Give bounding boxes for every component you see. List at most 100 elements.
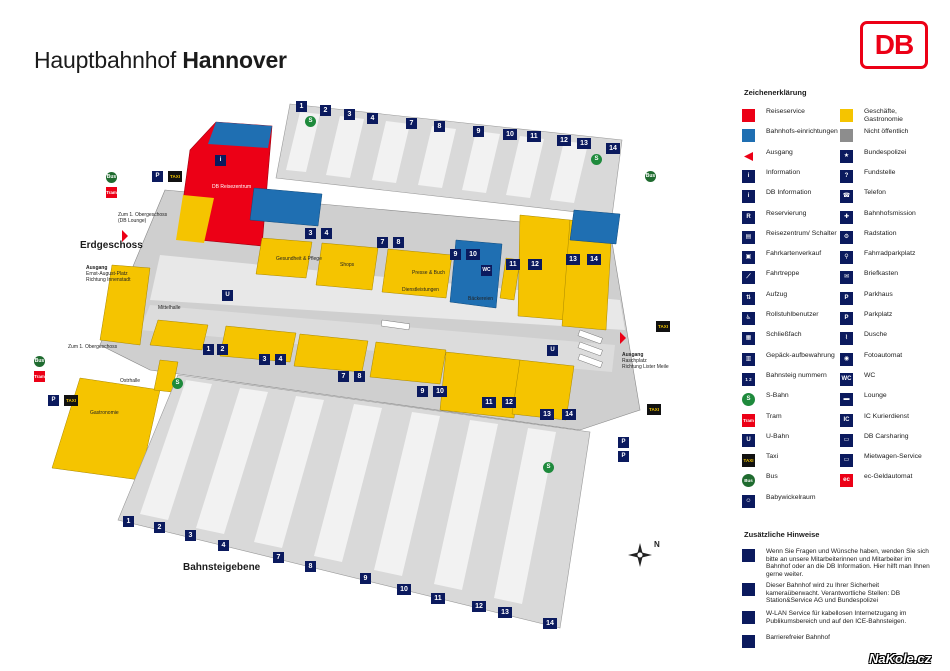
legend-item: ★Bundespolizei [840, 149, 935, 167]
information-icon: i [742, 169, 755, 183]
legend-item: Reiseservice [742, 108, 837, 126]
platform-number-north-12: 12 [557, 135, 571, 146]
platform-number-south-1: 1 [123, 516, 134, 527]
legend-item-label: Radstation [864, 229, 897, 237]
service-blocks [249, 187, 621, 309]
bus-icon-west: Bus [34, 356, 45, 367]
platform-number-north-1: 1 [296, 101, 307, 112]
hint-item: Dieser Bahnhof wird zu Ihrer Sicherheit … [742, 582, 932, 608]
hint-text: Wenn Sie Fragen und Wünsche haben, wende… [766, 548, 930, 578]
taxi-icon-east: TAXI [656, 321, 670, 332]
platform-number-upper-9: 9 [450, 249, 461, 260]
platform-number-north-9: 9 [473, 126, 484, 137]
db-information-icon: i [742, 190, 755, 204]
legend-item: ⚙ Radstation [840, 230, 935, 248]
legend-item-label: Lounge [864, 392, 887, 400]
radstation-icon: ⚙ [840, 230, 853, 244]
legend-item-label: Tram [766, 412, 782, 420]
legend-item-label: Reservierung [766, 209, 807, 217]
nicht-oeffentlich-swatch [840, 129, 853, 143]
legend-item: ▬ Lounge [840, 392, 935, 410]
fundstelle-icon: ? [840, 169, 853, 183]
platform-number-north-7: 7 [406, 118, 417, 129]
platform-number-lower-12: 12 [502, 397, 516, 408]
platform-number-lower-10: 10 [433, 386, 447, 397]
area-label-gesundheit: Gesundheit & Pflege [276, 256, 322, 262]
platform-number-lower-3: 3 [259, 354, 270, 365]
legend-item-label: Gepäck-aufbewahrung [766, 351, 835, 359]
platform-number-upper-12: 12 [528, 259, 542, 270]
compass-north-label: N [654, 540, 660, 549]
gepaeck-icon: ▥ [742, 352, 755, 366]
bus-icon-east: Bus [645, 171, 656, 182]
platform-number-lower-11: 11 [482, 397, 496, 408]
legend-item-label: S-Bahn [766, 392, 789, 400]
fahrtreppe-icon: ⟋ [742, 271, 755, 285]
wc-icon: WC [840, 372, 853, 386]
compass-rose [628, 543, 652, 567]
page-title: Hauptbahnhof Hannover [34, 47, 287, 73]
parkplatz-icon: P [840, 312, 853, 325]
platform-number-south-9: 9 [360, 573, 371, 584]
legend-item: ▭DB Carsharing [840, 433, 935, 451]
platform-number-north-11: 11 [527, 131, 541, 142]
legend-item-label: Briefkasten [864, 270, 899, 278]
ec-geldautomat-icon: ec [840, 474, 853, 488]
legend-item: ?Fundstelle [840, 169, 935, 187]
legend-item: ♿Rollstuhlbenutzer [742, 311, 837, 329]
reisezentrum-icon: ▤ [742, 230, 755, 244]
legend-item: R Reservierung [742, 210, 837, 228]
exit-east-icon [620, 332, 626, 344]
reservierung-icon: R [742, 210, 755, 224]
escalators [380, 319, 603, 369]
tram-icon-west: Tram [34, 371, 45, 382]
babywickelraum-icon: ☺ [742, 494, 755, 508]
platform-number-north-3: 3 [344, 109, 355, 120]
area-label-obergeschoss: Zum 1. Obergeschoss [68, 344, 118, 350]
legend-item: ▥ Gepäck-aufbewahrung [742, 352, 837, 370]
taxi-icon-west: TAXI [64, 395, 78, 406]
legend-item-label: Fotoautomat [864, 351, 903, 359]
platform-number-south-8: 8 [305, 561, 316, 572]
parking-icon: P [152, 171, 163, 182]
platform-number-upper-14: 14 [587, 254, 601, 265]
legend-item-label: Ausgang [766, 148, 793, 156]
exit-west-icon [122, 230, 128, 242]
legend-item-label: Bundespolizei [864, 148, 907, 156]
legend-item: ◉Fotoautomat [840, 352, 935, 370]
lounge-icon: ▬ [840, 393, 853, 407]
area-label-baeckereien: Bäckereien [468, 296, 494, 302]
legend-item: ⟋Fahrtreppe [742, 270, 837, 288]
legend-item-label: Babywickelraum [766, 493, 816, 501]
legend-title: Zeichenerklärung [744, 88, 807, 97]
legend-item: ▤Reisezentrum/ Schalter [742, 230, 837, 248]
ubahn-icon: U [742, 433, 755, 447]
geschaefte-swatch [840, 109, 853, 122]
platform-number-south-11: 11 [431, 593, 445, 604]
area-label-reisezentrum: DB Reisezentrum [212, 184, 252, 190]
hint-item: Barrierefreier Bahnhof [742, 634, 932, 660]
dusche-icon: ⌇ [840, 332, 853, 346]
platform-number-lower-14: 14 [562, 409, 576, 420]
platform-number-south-4: 4 [218, 540, 229, 551]
hint-text: Dieser Bahnhof wird zu Ihrer Sicherheit … [766, 582, 901, 605]
legend-item-label: Telefon [864, 189, 886, 197]
level-label-platform: Bahnsteigebene [183, 562, 261, 573]
bahnhofseinrichtungen-swatch [742, 129, 755, 143]
platform-number-upper-3: 3 [305, 228, 316, 239]
parkhaus-icon: P [840, 291, 853, 305]
area-label-presse: Presse & Buch [412, 270, 446, 276]
telefon-icon: ☎ [840, 190, 853, 204]
db-carsharing-icon: ▭ [840, 433, 853, 447]
platform-number-south-12: 12 [472, 601, 486, 612]
platform-number-north-14: 14 [606, 143, 620, 154]
hint-text: Barrierefreier Bahnhof [766, 634, 830, 641]
